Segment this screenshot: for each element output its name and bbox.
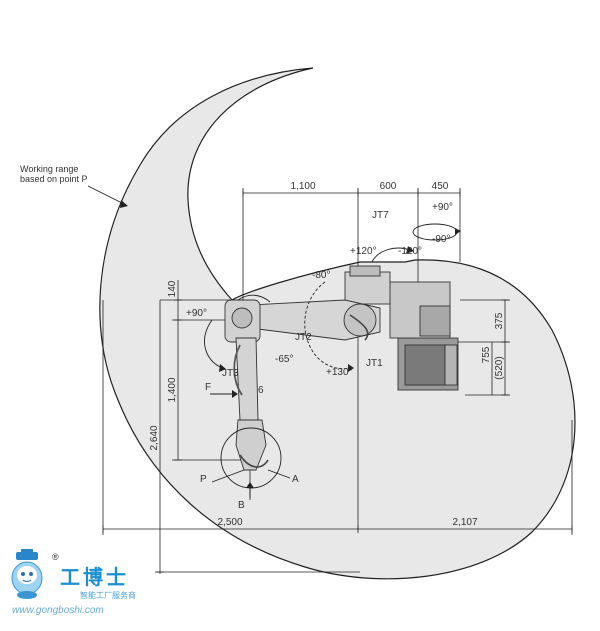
dim-6: 6 <box>258 385 264 396</box>
dim-1400: 1,400 <box>167 377 178 402</box>
rotation-arrows <box>204 223 458 370</box>
angle-jt1-pos: +120° <box>350 246 377 257</box>
mascot-icon <box>11 549 43 599</box>
angle-jt1-neg: -120° <box>398 246 422 257</box>
label-jt3: JT3 <box>222 368 239 379</box>
dim-375: 375 <box>494 312 505 329</box>
arrow-heads <box>120 200 461 372</box>
angle-jt3-pos: +90° <box>186 308 207 319</box>
label-jt1: JT1 <box>366 358 383 369</box>
dim-600: 600 <box>380 181 397 192</box>
angle-jt2-pos: +130° <box>326 367 353 378</box>
watermark-url: www.gongboshi.com <box>12 605 104 616</box>
dim-1100: 1,100 <box>290 181 315 192</box>
label-a: A <box>292 474 299 485</box>
label-p: P <box>200 474 207 485</box>
dim-755: 755 <box>481 346 492 363</box>
robot-illustration <box>224 265 459 471</box>
watermark-brand: 工博士 <box>60 565 129 589</box>
working-range-label-line2: based on point P <box>20 174 88 184</box>
dim-140: 140 <box>167 280 178 297</box>
robot-forearm <box>235 337 259 421</box>
dimension-ticks <box>102 189 573 573</box>
dim-2640: 2,640 <box>149 425 160 450</box>
label-f: F <box>205 382 211 393</box>
robot-wrist <box>235 419 267 471</box>
watermark-subtitle: 智能工厂服务商 <box>80 590 136 600</box>
label-jt2: JT2 <box>295 332 312 343</box>
watermark-registered: ® <box>52 552 59 562</box>
dim-520: (520) <box>494 356 505 379</box>
dim-2500: 2,500 <box>217 517 242 528</box>
dimension-lines <box>87 185 573 574</box>
dim-2107: 2,107 <box>452 517 477 528</box>
watermark-logo: 工博士 ® 智能工厂服务商 www.gongboshi.com <box>11 549 136 616</box>
label-jt7: JT7 <box>372 210 389 221</box>
label-b: B <box>238 500 245 511</box>
working-range-label-line1: Working range <box>20 164 78 174</box>
point-a-leader <box>267 469 291 479</box>
angle-jt3-neg: -65° <box>275 354 293 365</box>
point-p-leader <box>211 469 245 483</box>
angle-jt7-pos: +90° <box>432 202 453 213</box>
angle-jt7-neg: -90° <box>432 234 450 245</box>
angle-jt2-neg: -80° <box>312 270 330 281</box>
dim-450: 450 <box>432 181 449 192</box>
